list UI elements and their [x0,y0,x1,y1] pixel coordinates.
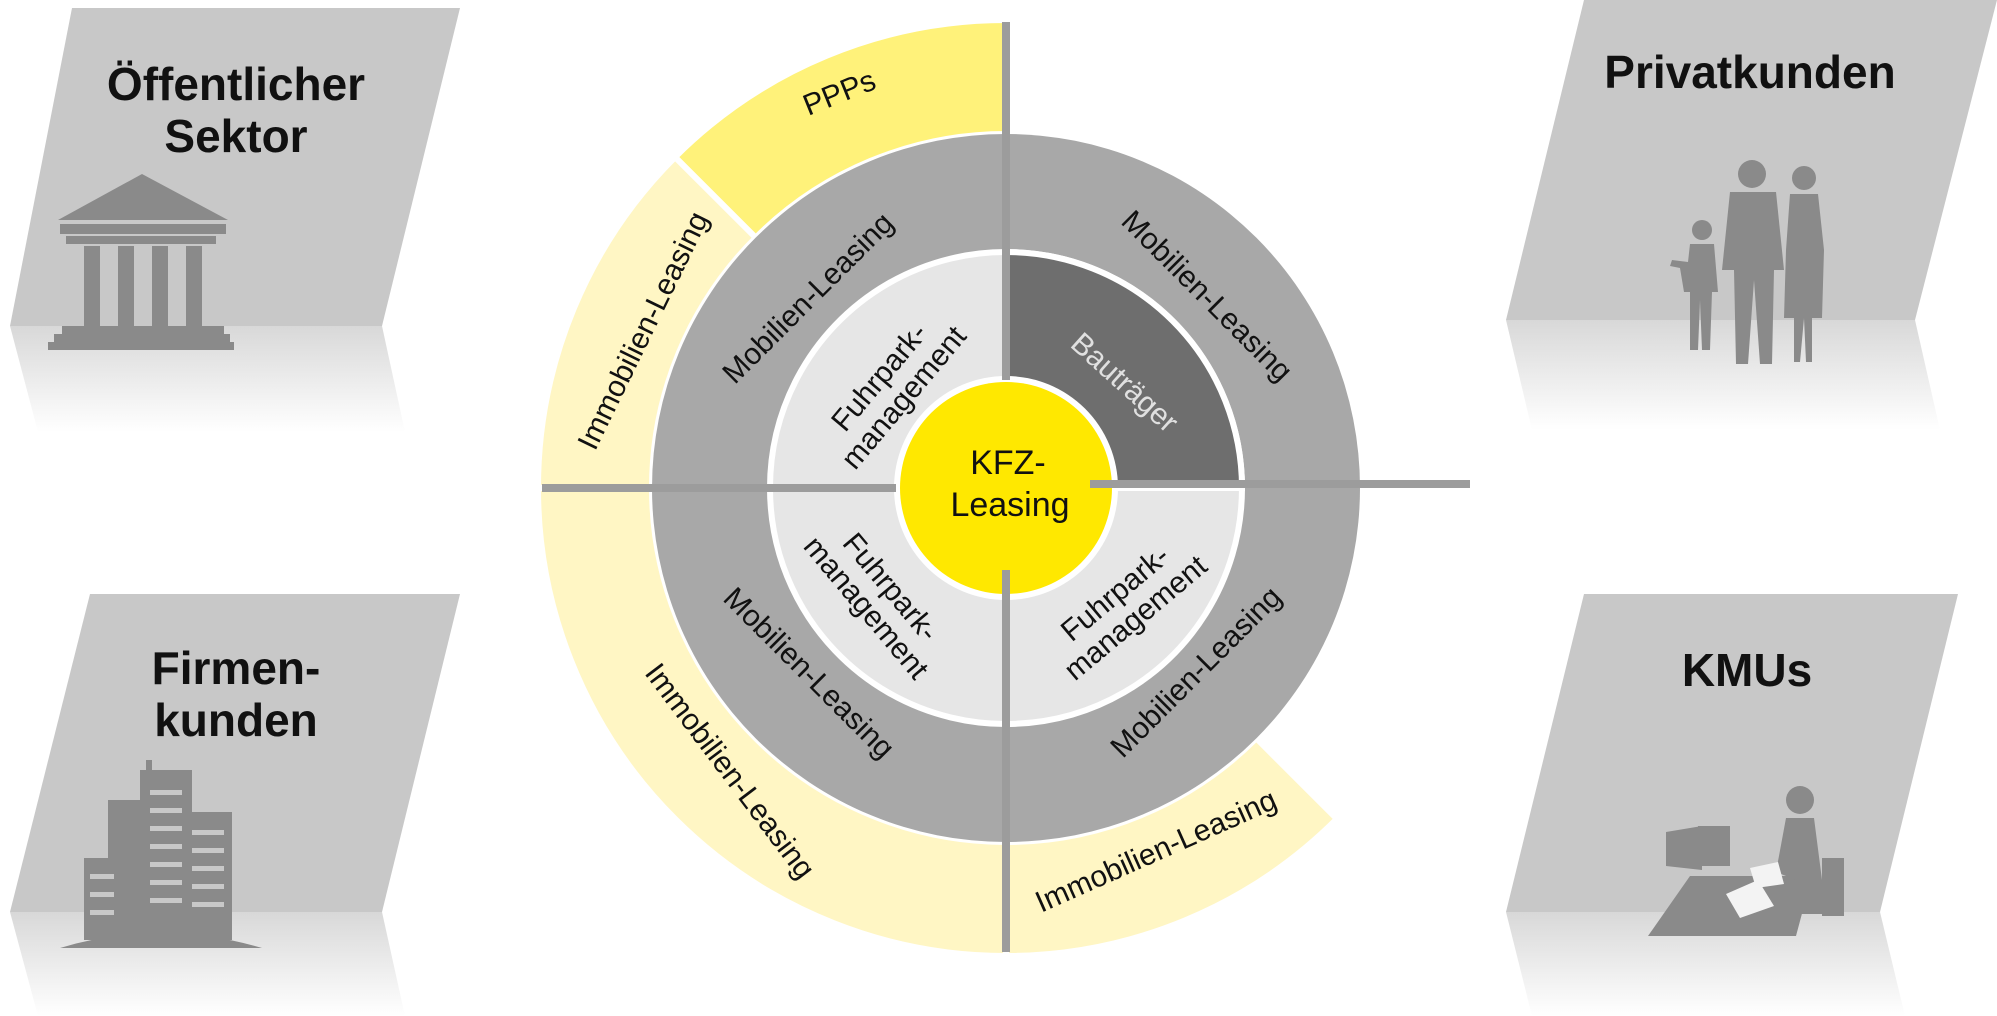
center-label-leasing: Leasing [950,486,1069,524]
corner-title-sektor: Sektor [164,110,307,162]
panel-privatkunden: Privatkunden [1506,0,1997,430]
building-columns-icon [48,174,234,350]
corner-title-firmen: Firmen- [152,642,321,694]
corner-title-oeffentlicher: Öffentlicher [107,58,365,110]
corner-title-kmus: KMUs [1682,644,1812,696]
center-label-kfz: KFZ- [970,444,1046,482]
corner-title-kunden: kunden [154,694,318,746]
person-at-desk-icon [1648,786,1844,936]
panel-firmenkunden: Firmen- kunden [10,594,460,1016]
office-buildings-icon [60,760,262,948]
family-icon [1670,160,1824,364]
panel-oeffentlicher-sektor: Öffentlicher Sektor [10,8,460,432]
panel-kmus: KMUs [1506,594,1958,1016]
corner-title-privatkunden: Privatkunden [1604,46,1895,98]
ring-diagram: PPPs Immobilien-Leasing Immobilien-Leasi… [534,16,1470,960]
center-kfz-leasing [900,382,1112,594]
